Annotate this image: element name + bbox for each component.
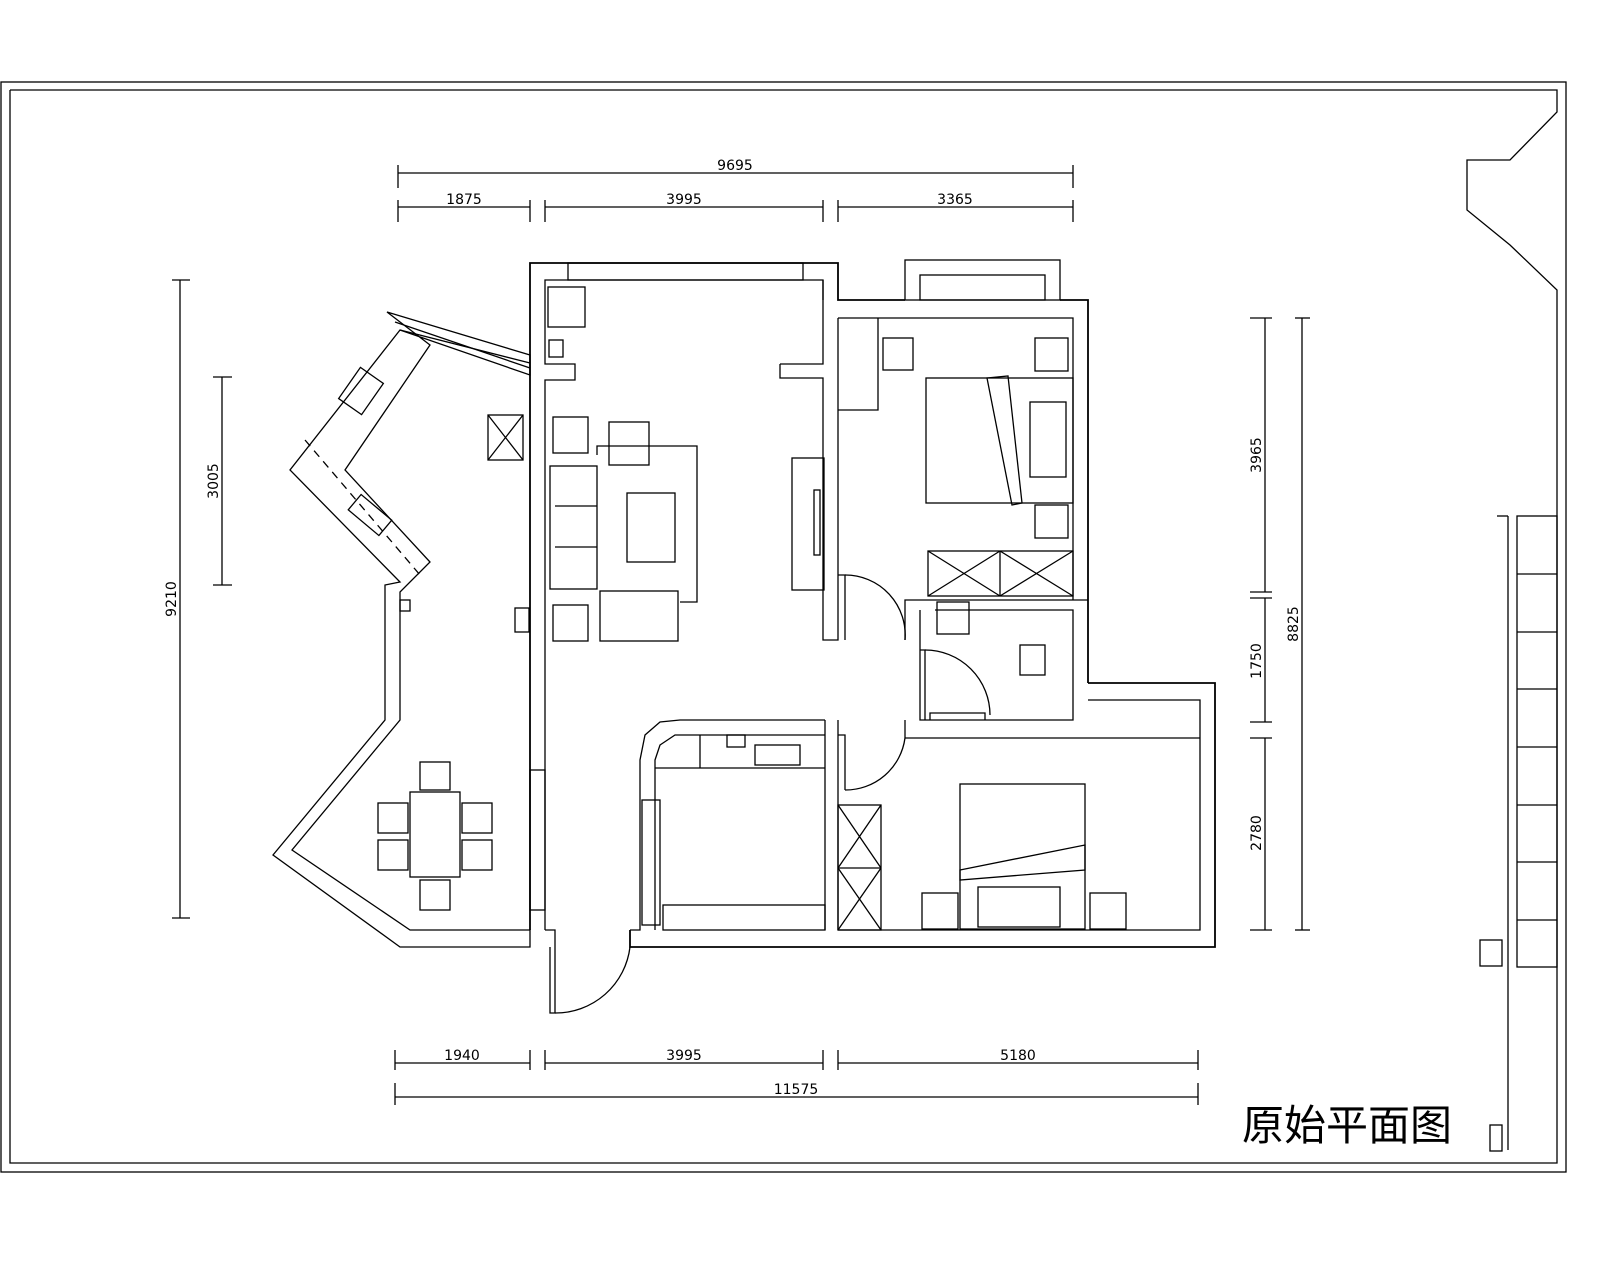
- cooktop: [347, 493, 393, 537]
- drawing-title: 原始平面图: [1242, 1101, 1452, 1150]
- furniture: [337, 286, 1127, 931]
- window-living: [567, 262, 804, 281]
- fridge: [547, 286, 586, 328]
- dim-bottom-3: 5180: [1000, 1048, 1036, 1064]
- window-bedroom1: [904, 259, 1061, 301]
- dimension-labels: 9695 1875 3995 3365 1940 3995 5180 11575…: [164, 158, 1302, 1098]
- doors: [838, 574, 991, 791]
- walls: [272, 259, 1216, 1014]
- tv-cabinet: [791, 457, 825, 591]
- dim-top-2: 3995: [666, 192, 702, 208]
- dim-top-1: 1875: [446, 192, 482, 208]
- dim-right-3: 2780: [1249, 815, 1265, 851]
- dimension-lines: [172, 165, 1310, 1105]
- dim-bottom-2: 3995: [666, 1048, 702, 1064]
- dim-right-total: 8825: [1286, 606, 1302, 642]
- dim-bottom-1: 1940: [444, 1048, 480, 1064]
- bed-2: [959, 783, 1086, 930]
- armchair: [608, 421, 650, 466]
- dim-right-1: 3965: [1249, 437, 1265, 473]
- dim-bottom-total: 11575: [774, 1082, 819, 1098]
- dim-left-1: 3005: [206, 463, 222, 499]
- drawing-frame: [0, 81, 1567, 1173]
- sofa: [549, 465, 598, 590]
- kitchen-sink: [337, 366, 385, 416]
- dining-table: [409, 791, 461, 878]
- dim-top-total: 9695: [717, 158, 753, 174]
- title-block: [1479, 515, 1558, 1152]
- sink: [936, 601, 970, 635]
- wardrobe-3: [662, 904, 826, 931]
- dim-top-3: 3365: [937, 192, 973, 208]
- dim-right-2: 1750: [1249, 643, 1265, 679]
- bed-1: [925, 377, 1074, 504]
- coffee-table: [626, 492, 676, 563]
- dim-left-total: 9210: [164, 581, 180, 617]
- cabinet: [487, 414, 524, 461]
- toilet: [1019, 644, 1046, 676]
